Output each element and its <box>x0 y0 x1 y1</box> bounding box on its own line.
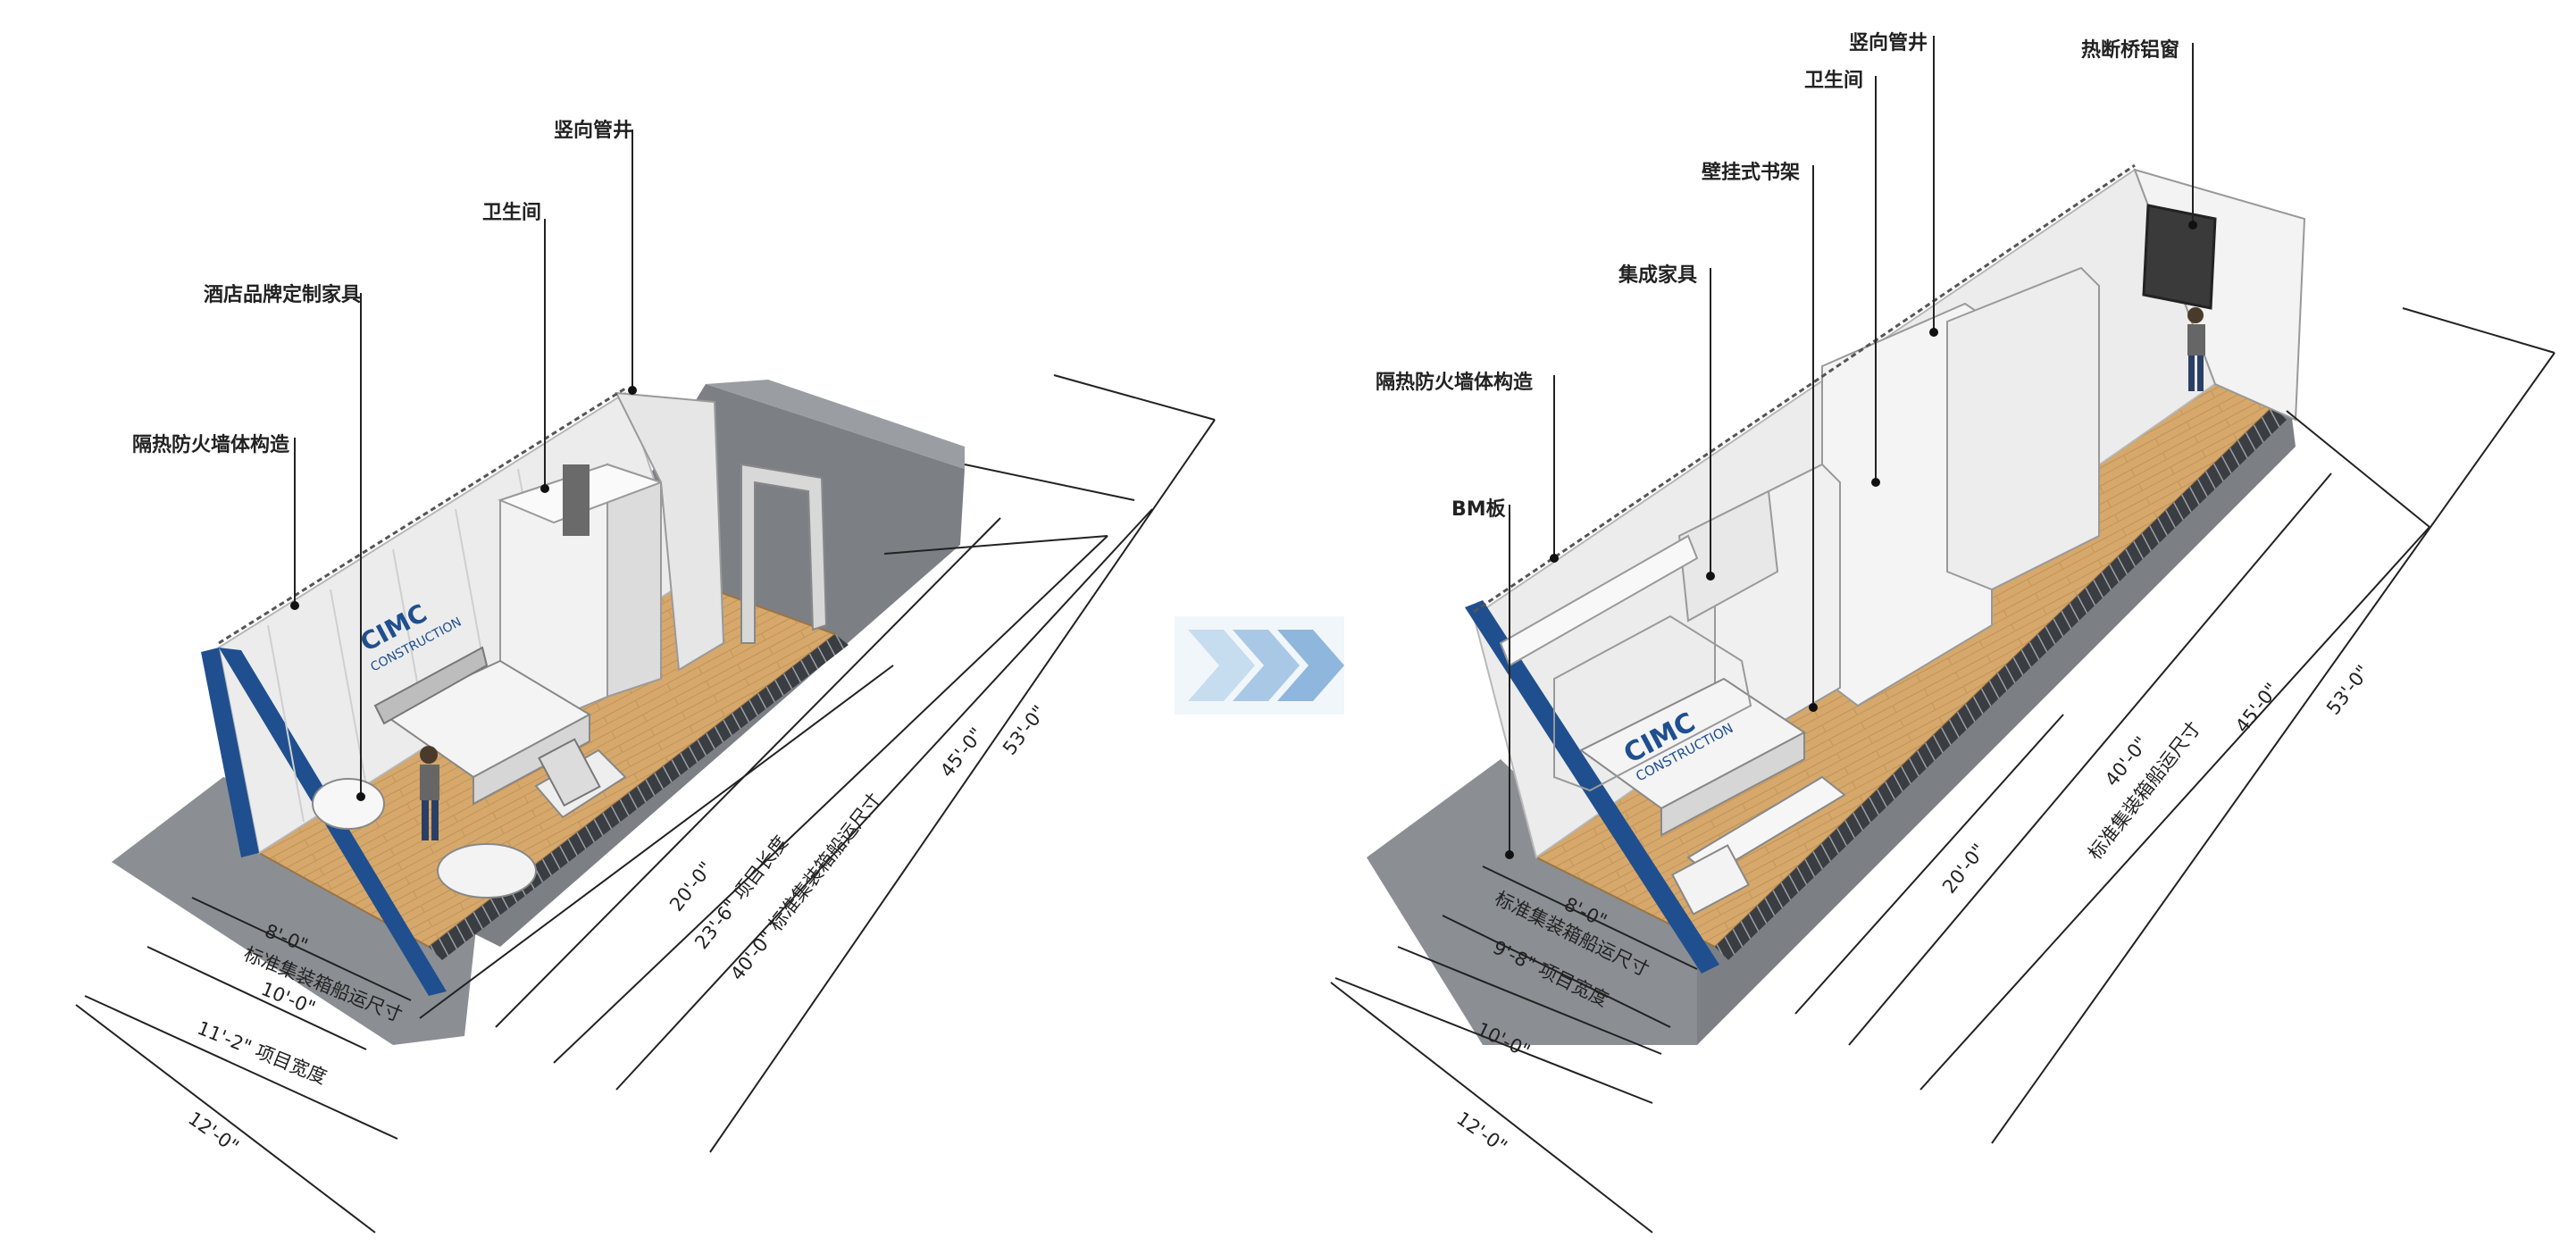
left-ground-shadow-top <box>706 380 965 469</box>
left-shaft <box>615 391 725 672</box>
right-label-bookshelf: 壁挂式书架 <box>1702 162 1801 184</box>
left-label-hotel-furniture: 酒店品牌定制家具 <box>204 284 362 306</box>
left-doorway <box>563 464 590 536</box>
right-label-integrated-furniture: 集成家具 <box>1618 264 1698 287</box>
right-ground-shadow <box>1367 759 1697 1045</box>
right-overhead-cabinet <box>1499 534 1699 667</box>
left-chair <box>312 778 385 830</box>
right-label-window: 热断桥铝窗 <box>2081 39 2180 62</box>
left-door-frame <box>740 463 828 644</box>
left-label-vertical-shaft: 竖向管井 <box>554 120 633 142</box>
left-dimension-lines <box>75 374 1216 1233</box>
right-person-figure <box>2187 307 2205 391</box>
right-bookshelf <box>1677 489 1779 623</box>
right-bed-alcove <box>1553 614 1752 792</box>
right-wall-top-edge <box>1473 163 2136 614</box>
left-panel-line <box>267 624 305 823</box>
right-bench <box>1671 844 1750 915</box>
right-model: CIMC CONSTRUCTION <box>1330 36 2555 1233</box>
left-label-wall-construction: 隔热防火墙体构造 <box>132 434 290 456</box>
right-bed-side <box>1660 731 1805 837</box>
left-leader-lines <box>294 130 633 797</box>
right-grate <box>1715 406 2287 960</box>
right-leader-lines <box>1509 36 2194 853</box>
right-leader-dots <box>1505 221 2197 859</box>
left-end-wall <box>201 648 259 857</box>
left-bed-headboard <box>373 646 489 725</box>
right-label-bathroom: 卫生间 <box>1804 70 1864 92</box>
right-window <box>2142 204 2217 310</box>
right-dimension-lines <box>1330 307 2555 1233</box>
transition-arrows <box>1175 616 1344 715</box>
left-model: CIMC CONSTRUCTION <box>75 130 1216 1233</box>
right-label-wall-construction: 隔热防火墙体构造 <box>1376 372 1534 394</box>
left-round-table <box>437 843 537 899</box>
right-label-bm-board: BM板 <box>1451 498 1506 521</box>
left-bed-side <box>473 713 590 806</box>
right-label-vertical-shaft: 竖向管井 <box>1849 32 1928 54</box>
right-end-wall-blue <box>1465 600 1719 974</box>
right-bathroom-block-2 <box>1946 266 2100 591</box>
left-person-figure <box>420 746 439 840</box>
left-tv <box>538 738 601 807</box>
left-label-bathroom: 卫生间 <box>482 202 542 224</box>
left-leader-dots <box>290 386 637 801</box>
